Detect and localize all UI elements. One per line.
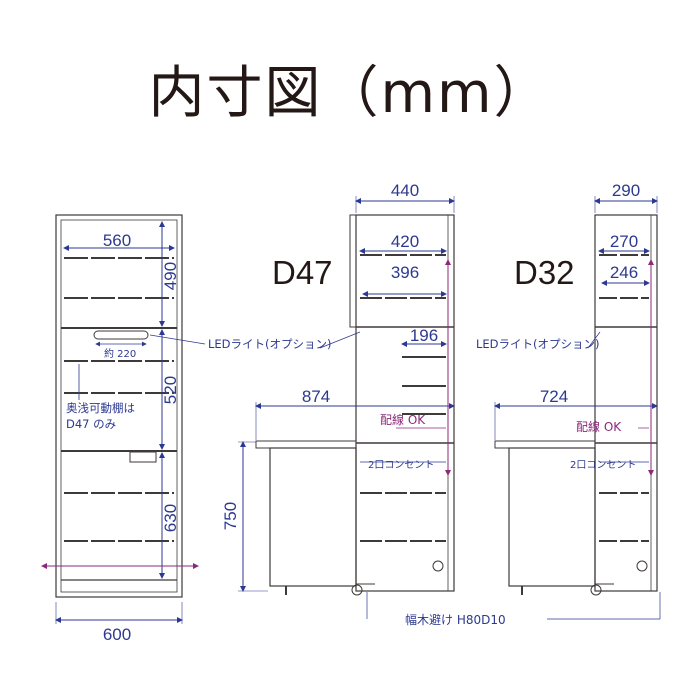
d47-counter-depth: 874: [302, 387, 330, 406]
d47-counter-height: 750: [221, 502, 240, 530]
d47-mid-depth: 196: [410, 326, 438, 345]
d32-shelf-depth: 246: [610, 263, 638, 282]
variant-d47-label: D47: [272, 254, 333, 291]
d47-shelf-depth: 396: [391, 263, 419, 282]
variant-d32-label: D32: [514, 254, 575, 291]
d32-outer-depth: 290: [612, 181, 640, 200]
led-gap-label: 約 220: [104, 347, 136, 360]
d32-wiring-label: 配線 OK: [576, 419, 622, 434]
page-title: 内寸図（mm）: [148, 61, 552, 126]
front-dimensions: [41, 221, 206, 624]
d47-outlet-label: 2口コンセント: [368, 459, 434, 471]
d32-led-label: LEDライト(オプション): [476, 337, 600, 351]
d47-outer-depth: 440: [391, 181, 419, 200]
front-outer-width: 600: [103, 625, 131, 644]
shelf-note-line1: 奥浅可動棚は: [66, 401, 135, 415]
front-middle-height: 520: [161, 376, 180, 404]
shelf-note-line2: D47 のみ: [66, 417, 116, 431]
d32-counter-depth: 724: [540, 387, 568, 406]
d47-inner-depth: 420: [391, 232, 419, 251]
d32-dimensions: [494, 196, 661, 620]
front-inner-width: 560: [103, 231, 131, 250]
front-lower-height: 630: [161, 504, 180, 532]
d32-inner-depth: 270: [610, 232, 638, 251]
d47-dimensions: [238, 196, 455, 619]
front-upper-height: 490: [161, 262, 180, 290]
front-led-label: LEDライト(オプション): [208, 337, 332, 351]
d32-outlet-label: 2口コンセント: [570, 459, 636, 471]
front-view-cabinet: [55, 214, 183, 598]
d47-wiring-label: 配線 OK: [380, 412, 426, 427]
baseboard-label: 幅木避け H80D10: [405, 612, 506, 627]
